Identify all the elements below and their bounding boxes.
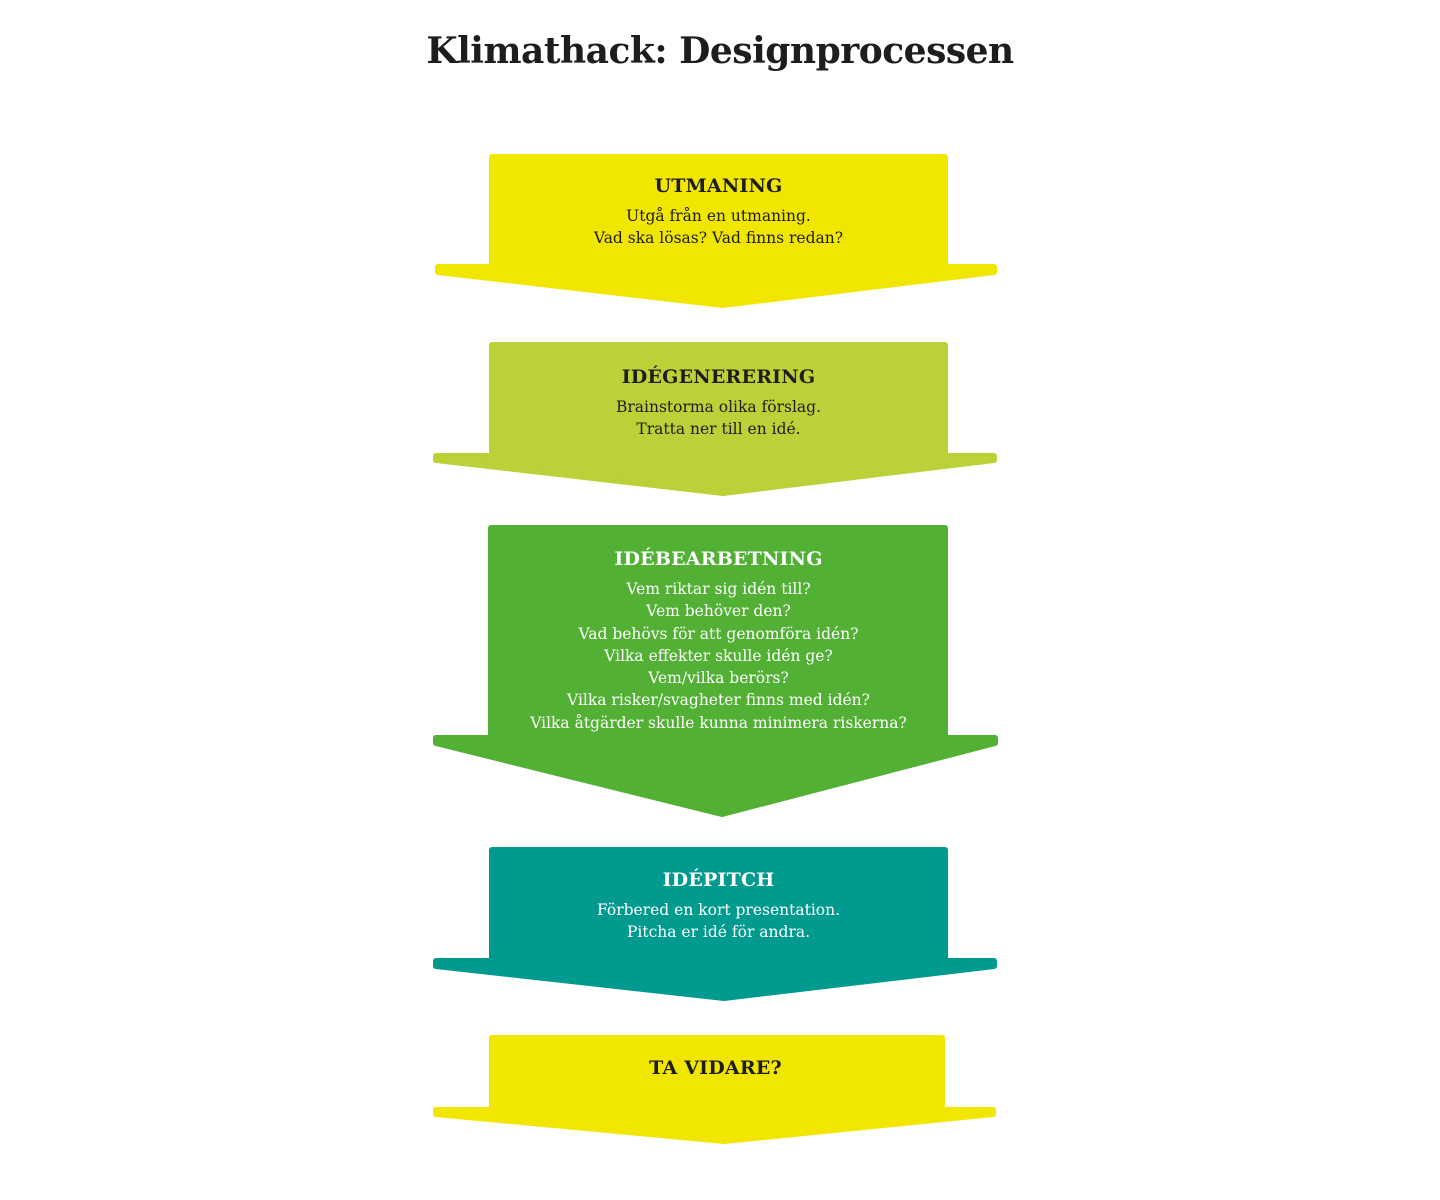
arrow-shape-idegenerering <box>433 342 997 496</box>
step-heading: IDÉPITCH <box>662 869 775 891</box>
step-heading: IDÉBEARBETNING <box>614 548 823 570</box>
step-description-line: Vilka risker/svagheter finns med idén? <box>567 691 870 710</box>
step-heading: TA VIDARE? <box>649 1057 782 1079</box>
step-description-line: Utgå från en utmaning. <box>626 207 811 225</box>
step-heading: IDÉGENERERING <box>621 366 816 388</box>
step-idegenerering: IDÉGENERERING Brainstorma olika förslag. T… <box>489 366 948 441</box>
step-description-line: Vad ska lösas? Vad finns redan? <box>593 229 844 248</box>
step-heading: UTMANING <box>654 175 783 197</box>
arrow-shape-utmaning <box>435 154 997 308</box>
step-utmaning: UTMANING Utgå från en utmaning. Vad ska lö… <box>489 175 948 250</box>
step-description-line: Pitcha er idé för andra. <box>626 923 811 942</box>
step-description-line: Vad behövs för att genomföra idén? <box>578 624 859 643</box>
arrow-shape-idebearbetning <box>433 525 998 817</box>
arrow-shape-ta-vidare <box>433 1035 996 1144</box>
step-description-line: Brainstorma olika förslag. <box>615 398 822 416</box>
step-description-line: Vem/vilka berörs? <box>648 669 789 688</box>
step-description-line: Vem behöver den? <box>646 602 791 621</box>
step-ta-vidare: TA VIDARE? <box>489 1057 942 1087</box>
step-idepitch: IDÉPITCH Förbered en kort presentation. Pi… <box>489 869 948 944</box>
step-description-line: Vilka åtgärder skulle kunna minimera ris… <box>530 713 907 732</box>
arrow-shape-idepitch <box>433 847 997 1001</box>
step-idebearbetning: IDÉBEARBETNING Vem riktar sig idén till? V… <box>489 548 948 734</box>
step-description-line: Förbered en kort presentation. <box>596 901 841 919</box>
step-description-line: Vem riktar sig idén till? <box>626 580 811 598</box>
step-description-line: Tratta ner till en idé. <box>636 420 801 439</box>
diagram-title: Klimathack: Designprocessen <box>426 30 1014 72</box>
step-description-line: Vilka effekter skulle idén ge? <box>604 646 833 665</box>
